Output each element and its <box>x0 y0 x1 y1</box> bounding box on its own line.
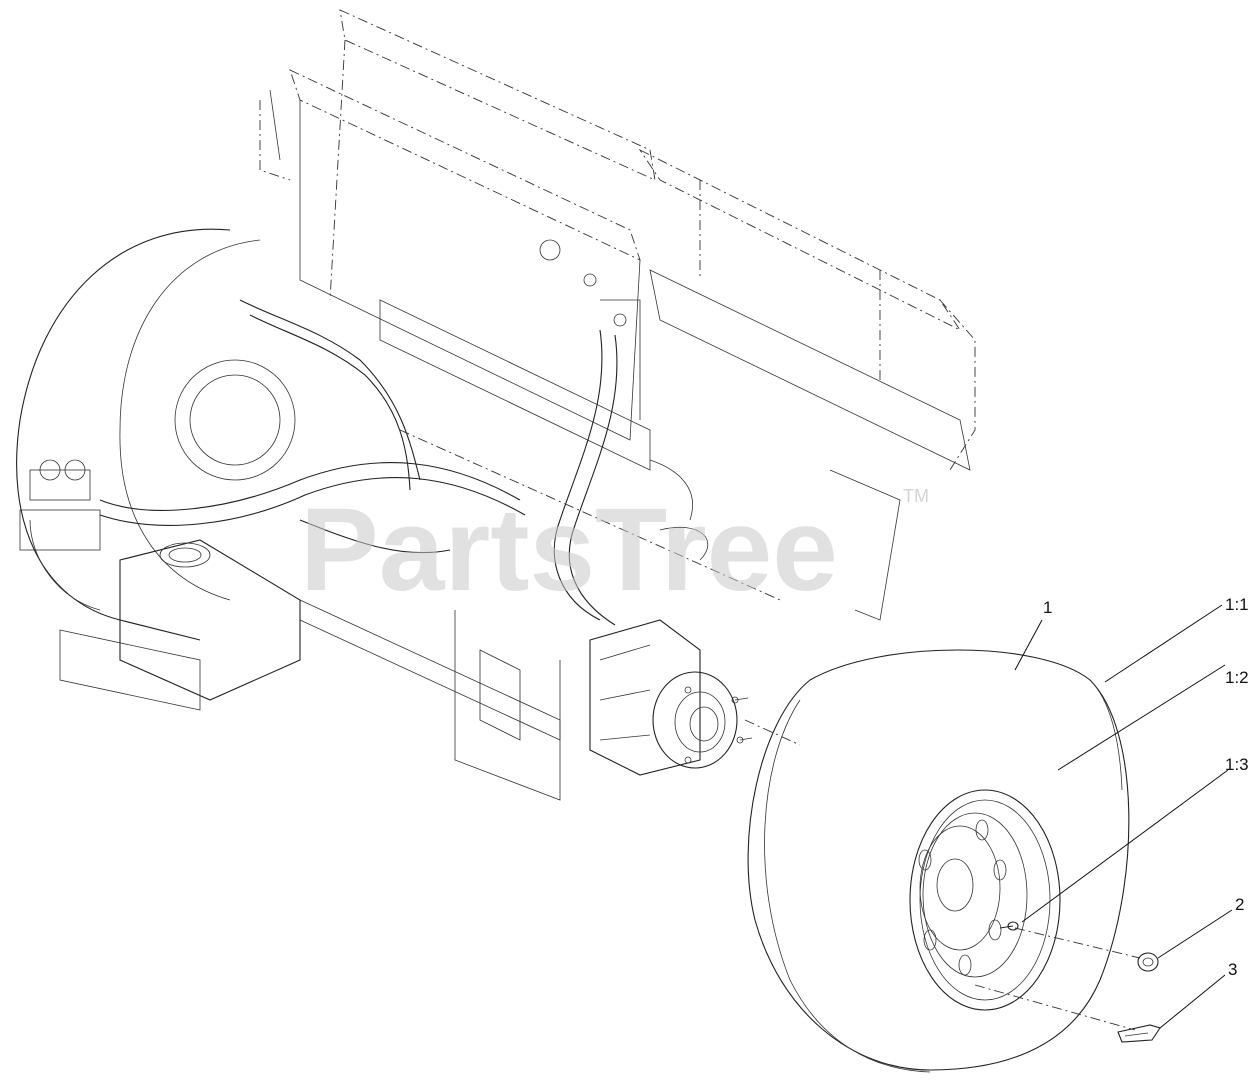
hydraulic-hoses <box>29 299 618 626</box>
callout-1: 1 <box>1043 598 1052 617</box>
wheel-assembly <box>747 649 1130 1073</box>
wheel-rim <box>909 789 1061 1011</box>
fluid-tank <box>59 539 301 711</box>
watermark: PartsTree <box>300 484 838 616</box>
wheel-stud <box>999 921 1019 931</box>
left-tire <box>16 228 296 641</box>
lug-nut <box>1014 927 1159 972</box>
callout-1-1: 1:1 <box>1225 595 1249 614</box>
callout-leaders <box>1014 604 1233 1029</box>
chassis-frame <box>259 9 976 801</box>
callout-2: 2 <box>1235 895 1244 914</box>
callout-1-2: 1:2 <box>1225 668 1249 687</box>
wheel-hub <box>652 671 753 769</box>
valve-stem <box>974 984 1161 1043</box>
watermark-trademark: TM <box>903 486 929 506</box>
wheel-motor <box>589 619 701 776</box>
valve-block <box>19 459 101 551</box>
tire <box>747 649 1130 1071</box>
callout-1-3: 1:3 <box>1225 755 1249 774</box>
callout-3: 3 <box>1228 960 1237 979</box>
